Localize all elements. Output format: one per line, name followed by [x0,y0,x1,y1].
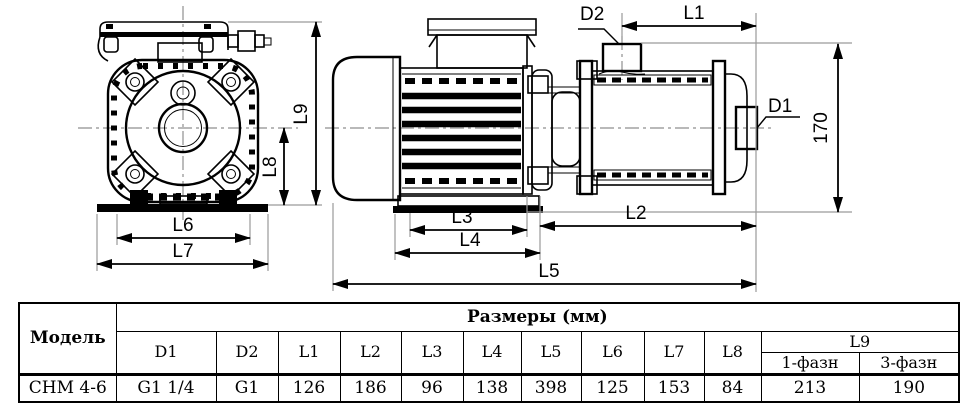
cell-l9-3phase: 190 [858,373,960,403]
lid-latch-right [198,36,214,53]
col-header-l2: L2 [339,331,402,375]
conduit-block [157,42,203,63]
cell-l3: 96 [400,373,464,403]
dim-l6: L6 [116,215,251,243]
cell-model: CHM 4-6 [18,373,117,403]
col-header-d1: D1 [115,331,217,375]
cell-d2: G1 [215,373,279,403]
center-port [157,102,209,154]
pump-face-circle [124,69,242,187]
cell-l1: 126 [277,373,341,403]
col-header-l3: L3 [400,331,464,375]
col-header-l9-1phase: 1-фазн [760,352,860,375]
dim-label-l5: L5 [538,261,559,282]
col-header-l1: L1 [277,331,341,375]
table-row: CHM 4-6 G1 1/4 G1 126 186 96 138 398 125… [18,373,960,403]
corner-bolts [125,72,241,184]
cell-l4: 138 [462,373,522,403]
dim-l4: L4 [394,230,541,258]
dim-l3: L3 [409,207,528,235]
dim-label-l6: L6 [172,215,193,236]
cable-gland [227,30,272,52]
dim-label-l3: L3 [451,207,472,228]
col-header-l9: L9 [760,331,960,353]
table-header-model: Модель [18,302,117,375]
technical-drawing: L6 L7 L8 L9 [78,3,852,292]
col-header-l9-3phase: 3-фазн [858,352,960,375]
front-base [97,190,268,212]
tie-rod-nut-bottom [527,166,549,185]
cell-l2: 186 [339,373,402,403]
col-header-l4: L4 [462,331,522,375]
dim-label-l1: L1 [683,3,704,24]
dim-l1: L1 [621,3,757,31]
cell-l7: 153 [643,373,705,403]
col-header-l8: L8 [703,331,762,375]
suction-port [601,42,643,73]
motor-body [399,67,524,195]
pump-stack [576,42,759,196]
dim-d1: D1 [756,96,800,129]
dim-label-d1: D1 [768,96,792,117]
dim-l7: L7 [96,241,269,269]
dim-label-l9: L9 [291,103,312,124]
dim-label-l8: L8 [260,156,281,177]
side-terminal-box [427,18,537,69]
pump-flange-right [711,59,727,196]
cell-l9-1phase: 213 [760,373,860,403]
dim-label-height: 170 [811,112,832,144]
front-view-dimensions: L6 L7 L8 L9 [96,21,322,271]
cell-d1: G1 1/4 [115,373,217,403]
dim-label-d2: D2 [580,4,604,25]
col-header-l7: L7 [643,331,705,375]
tie-rod-nut-top [527,75,549,94]
dimensions-table: Модель Размеры (мм) D1 D2 L1 L2 L3 L4 L5… [18,302,961,403]
dim-l9: L9 [291,21,321,206]
dim-l2: L2 [539,203,757,231]
dim-d2: D2 [578,4,620,45]
side-view-dimensions: L1 D2 D1 170 L2 L3 L4 L5 [332,3,852,292]
cell-l5: 398 [520,373,582,403]
dim-height-170: 170 [811,43,843,213]
pump-end-cap [725,73,748,183]
dim-l5: L5 [332,261,757,289]
dim-label-l2: L2 [625,203,646,224]
front-terminal-box [97,21,229,63]
motor-end-bracket [522,65,581,195]
col-header-l6: L6 [580,331,645,375]
fan-cover [331,55,402,202]
dim-label-l7: L7 [172,241,193,262]
table-header-sizes: Размеры (мм) [115,302,960,332]
lid-latch-left [103,36,119,53]
col-header-d2: D2 [215,331,279,375]
cell-l8: 84 [703,373,762,403]
dim-label-l4: L4 [459,230,481,251]
dim-l8: L8 [260,127,289,206]
pump-body-outline [106,58,260,204]
front-view [78,6,298,222]
side-base [393,195,543,213]
cell-l6: 125 [580,373,645,403]
col-header-l5: L5 [520,331,582,375]
side-view [325,18,772,213]
